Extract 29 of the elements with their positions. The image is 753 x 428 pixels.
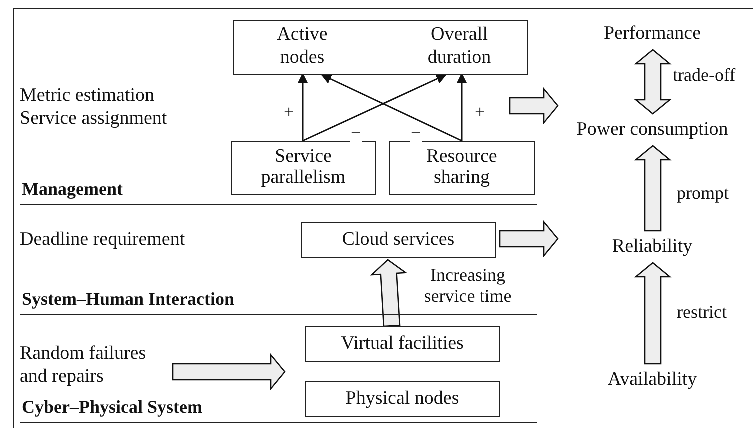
process-box bbox=[233, 20, 528, 75]
text-label: Overall duration bbox=[400, 20, 520, 74]
block-arrow bbox=[172, 353, 286, 391]
arrow bbox=[302, 74, 447, 142]
process-box: Resource sharing bbox=[389, 141, 535, 195]
block-arrow bbox=[634, 49, 672, 115]
block-arrow bbox=[509, 87, 559, 125]
process-box: Cloud services bbox=[301, 222, 496, 258]
text-label: Active nodes bbox=[262, 20, 342, 74]
text-label: Performance bbox=[590, 20, 715, 48]
process-box: Virtual facilities bbox=[305, 326, 500, 362]
layer-heading: Cyber–Physical System bbox=[22, 397, 202, 418]
layer-heading: Management bbox=[22, 179, 123, 200]
process-box: Physical nodes bbox=[305, 381, 500, 417]
text-label: Metric estimation Service assignment bbox=[20, 80, 200, 135]
layer-heading: System–Human Interaction bbox=[22, 289, 234, 310]
block-arrow bbox=[499, 220, 559, 258]
block-arrow bbox=[634, 262, 672, 365]
block-arrow bbox=[634, 145, 672, 232]
process-box: Service parallelism bbox=[231, 141, 376, 195]
text-label: Deadline requirement bbox=[20, 226, 250, 254]
arrow bbox=[321, 74, 462, 142]
arrow bbox=[298, 72, 308, 141]
text-label: Reliability bbox=[560, 233, 745, 261]
block-arrow bbox=[370, 259, 408, 328]
arrow bbox=[456, 72, 468, 141]
text-label: Power consumption bbox=[560, 116, 745, 144]
text-label: Random failures and repairs bbox=[20, 340, 170, 392]
text-label: Availability bbox=[595, 366, 710, 394]
